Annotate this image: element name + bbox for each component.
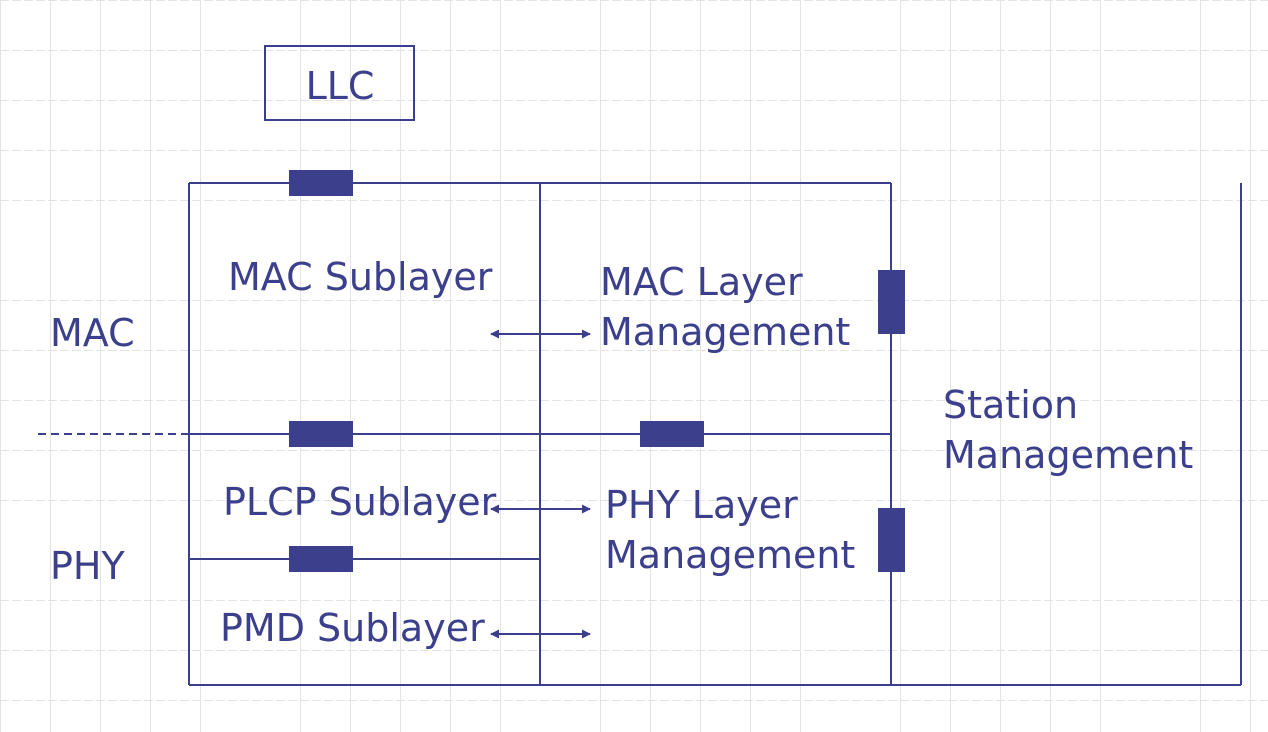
station-mgmt-label-line2: Management <box>943 433 1193 477</box>
phy-mgmt-label-line1: PHY Layer <box>605 483 798 527</box>
mac-station-sap <box>878 270 905 334</box>
mac-mgmt-label-line2: Management <box>600 310 850 354</box>
llc-box <box>264 45 415 121</box>
plcp-sublayer-label: PLCP Sublayer <box>223 480 497 524</box>
mac-phy-sap <box>289 421 353 447</box>
mac-mgmt-label-line1: MAC Layer <box>600 260 803 304</box>
mgmt-sap <box>640 421 704 447</box>
llc-label: LLC <box>306 64 375 108</box>
mac-sublayer-label: MAC Sublayer <box>228 255 493 299</box>
phy-side-label: PHY <box>50 544 125 588</box>
pmd-sublayer-label: PMD Sublayer <box>220 606 485 650</box>
plcp-pmd-sap <box>289 546 353 572</box>
phy-station-sap <box>878 508 905 572</box>
phy-mgmt-label-line2: Management <box>605 533 855 577</box>
station-mgmt-label-line1: Station <box>943 383 1078 427</box>
llc-mac-sap <box>289 170 353 196</box>
mac-side-label: MAC <box>50 311 135 355</box>
